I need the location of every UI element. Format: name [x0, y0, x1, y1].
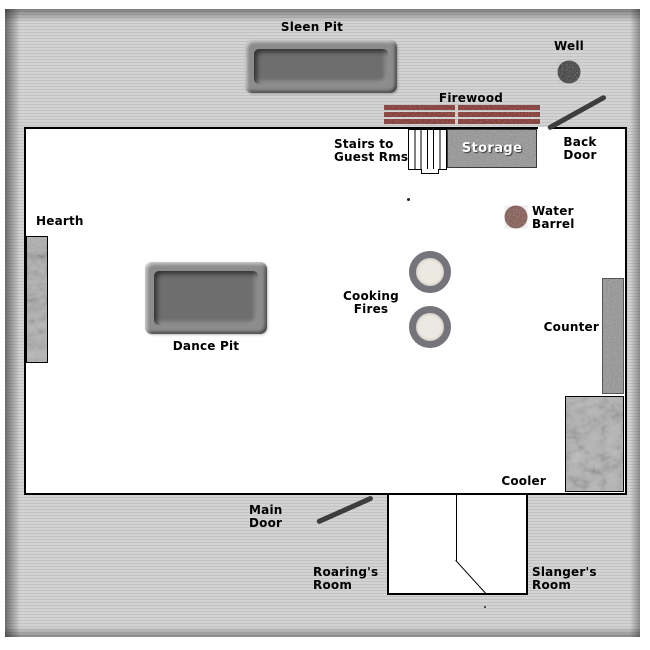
cooler-label: Cooler	[501, 474, 546, 488]
firewood-label: Firewood	[438, 91, 504, 105]
stray-dot-lower	[484, 606, 486, 608]
cooking-fire-bottom	[409, 306, 451, 348]
stray-dot-upper	[407, 198, 410, 201]
dance-pit	[145, 262, 267, 334]
cooking-fire-top	[409, 251, 451, 293]
back-door-label: Back Door	[563, 135, 597, 162]
slangers-room-label: Slanger's Room	[532, 565, 597, 592]
water-barrel	[503, 204, 529, 230]
counter	[602, 278, 624, 394]
cooking-fires-label: Cooking Fires	[343, 289, 399, 316]
main-door-label: Main Door	[249, 503, 283, 530]
firewood-stack-left	[384, 105, 455, 124]
cooler	[565, 396, 624, 492]
water-barrel-label: Water Barrel	[532, 204, 575, 231]
stairs-to-guest-rooms	[408, 129, 447, 170]
storage-label: Storage	[461, 141, 523, 156]
sleen-pit	[245, 40, 397, 93]
hearth	[26, 236, 48, 363]
sleen-pit-label: Sleen Pit	[280, 20, 344, 34]
roarings-room-label: Roaring's Room	[313, 565, 379, 592]
well-label: Well	[554, 39, 584, 53]
stairs-landing	[421, 169, 439, 174]
dance-pit-floor	[154, 271, 258, 325]
counter-label: Counter	[543, 320, 599, 334]
bottom-rooms	[387, 493, 528, 595]
hearth-label: Hearth	[36, 214, 84, 228]
well	[556, 59, 582, 85]
stairs-label: Stairs to Guest Rms	[334, 137, 409, 164]
storage-area: Storage	[447, 129, 537, 168]
dance-pit-label: Dance Pit	[172, 339, 240, 353]
firewood-stack-right	[458, 105, 540, 124]
sleen-pit-floor	[254, 49, 388, 84]
main-room	[24, 127, 627, 495]
back-door-opening	[538, 127, 550, 130]
room-divider-wall	[456, 495, 457, 561]
